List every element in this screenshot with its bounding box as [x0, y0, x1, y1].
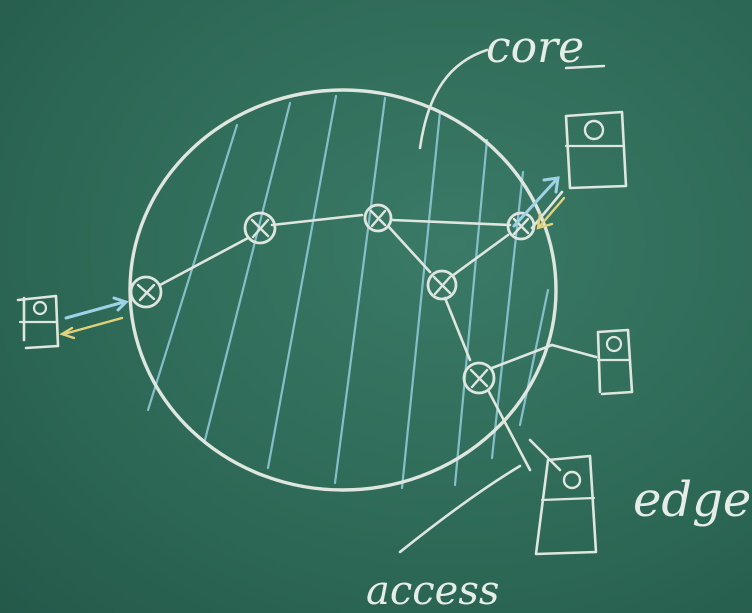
core-hatching	[146, 94, 550, 490]
router-links	[158, 190, 598, 472]
router-top-left	[243, 211, 277, 245]
host-top-right	[564, 110, 628, 190]
host-right	[596, 328, 634, 396]
core-circle	[128, 88, 558, 492]
router-left	[129, 275, 163, 309]
access-label: access	[366, 568, 499, 613]
router-top-middle	[363, 203, 393, 233]
packet-arrows-left	[59, 296, 129, 340]
access-pointer-line	[398, 464, 522, 554]
core-label: core	[486, 22, 584, 73]
router-bottom	[462, 361, 496, 395]
packet-arrows-top-right	[512, 176, 566, 230]
host-left	[16, 294, 60, 350]
core-underline	[564, 64, 606, 70]
router-center	[426, 269, 458, 301]
core-pointer-line	[418, 48, 489, 150]
edge-label: edge	[633, 472, 751, 528]
host-bottom	[534, 454, 598, 556]
